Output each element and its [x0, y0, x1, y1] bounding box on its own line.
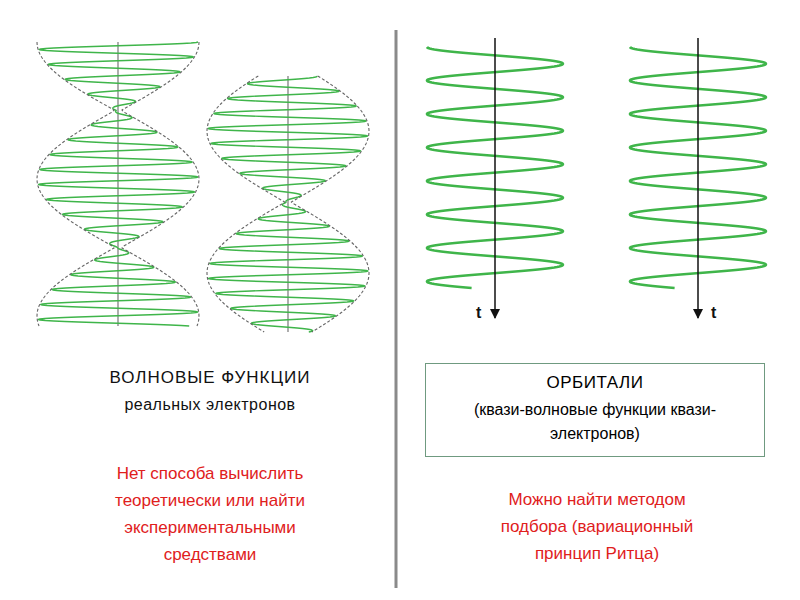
wave-function — [208, 76, 368, 332]
axis-label: t — [711, 304, 725, 322]
envelope — [37, 42, 114, 326]
axis-label: t — [476, 304, 490, 322]
center-line — [287, 76, 288, 332]
box-heading: ОРБИТАЛИ — [436, 370, 754, 398]
center-line — [117, 42, 118, 326]
heading: ВОЛНОВЫЕ ФУНКЦИИ — [40, 368, 380, 388]
box-text: (квази-волновые функции квази-электронов… — [436, 398, 754, 446]
envelope — [207, 76, 285, 332]
divider-line — [395, 30, 398, 588]
title-box: ОРБИТАЛИ(квази-волновые функции квази-эл… — [425, 363, 765, 457]
envelope — [122, 42, 199, 326]
time-axis — [494, 38, 496, 318]
note: Нет способа вычислить теоретически или н… — [90, 460, 330, 568]
wave-function — [38, 42, 198, 326]
envelope — [291, 76, 369, 332]
subheading: реальных электронов — [40, 396, 380, 414]
time-axis — [697, 38, 699, 318]
note: Можно найти методом подбора (вариационны… — [482, 486, 712, 567]
wave-group — [37, 42, 766, 332]
